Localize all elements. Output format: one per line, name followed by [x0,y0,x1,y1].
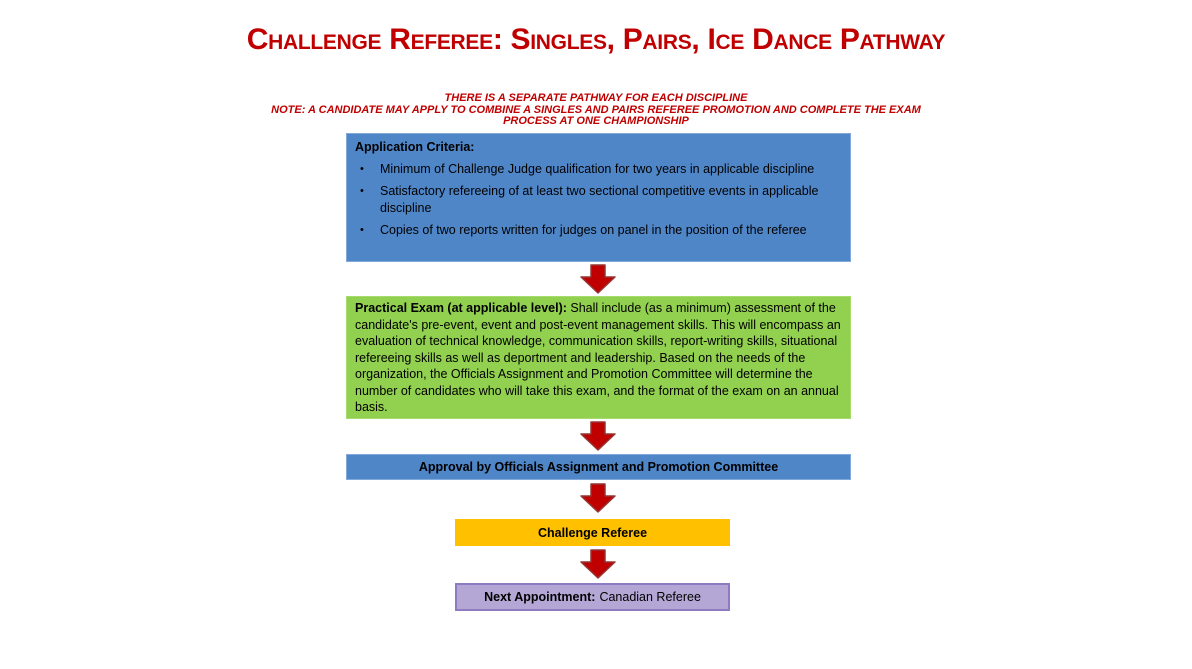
bullet-text: Minimum of Challenge Judge qualification… [380,162,815,176]
page-title: Challenge Referee: Singles, Pairs, Ice D… [246,23,946,56]
subtitle: THERE IS A SEPARATE PATHWAY FOR EACH DIS… [444,92,748,104]
note-text: NOTE: A CANDIDATE MAY APPLY TO COMBINE A… [271,104,921,127]
bullet-text: Satisfactory refereeing of at least two … [380,184,819,215]
down-arrow-icon [580,421,616,451]
next-appointment-bar: Next Appointment: Canadian Referee [455,583,730,611]
next-appointment-lead: Next Appointment: [484,590,596,604]
down-arrow-icon [580,264,616,294]
challenge-referee-label: Challenge Referee [537,525,648,540]
down-arrow-icon [580,483,616,513]
application-criteria-box: Application Criteria: • Minimum of Chall… [346,133,851,262]
practical-exam-body: Shall include (as a minimum) assessment … [355,301,841,414]
challenge-referee-bar: Challenge Referee [455,519,730,546]
down-arrow-icon [580,549,616,579]
list-item: • Minimum of Challenge Judge qualificati… [355,161,840,178]
approval-committee-bar: Approval by Officials Assignment and Pro… [346,454,851,480]
practical-exam-box: Practical Exam (at applicable level): Sh… [346,296,851,419]
list-item: • Satisfactory refereeing of at least tw… [355,183,840,217]
bullet-icon: • [360,224,364,236]
application-criteria-heading: Application Criteria: [355,140,475,154]
approval-committee-label: Approval by Officials Assignment and Pro… [418,460,779,474]
bullet-icon: • [360,163,364,175]
list-item: • Copies of two reports written for judg… [355,222,840,239]
practical-exam-lead: Practical Exam (at applicable level): [355,301,567,315]
bullet-text: Copies of two reports written for judges… [380,223,807,237]
bullet-icon: • [360,185,364,197]
next-appointment-value: Canadian Referee [599,590,701,604]
